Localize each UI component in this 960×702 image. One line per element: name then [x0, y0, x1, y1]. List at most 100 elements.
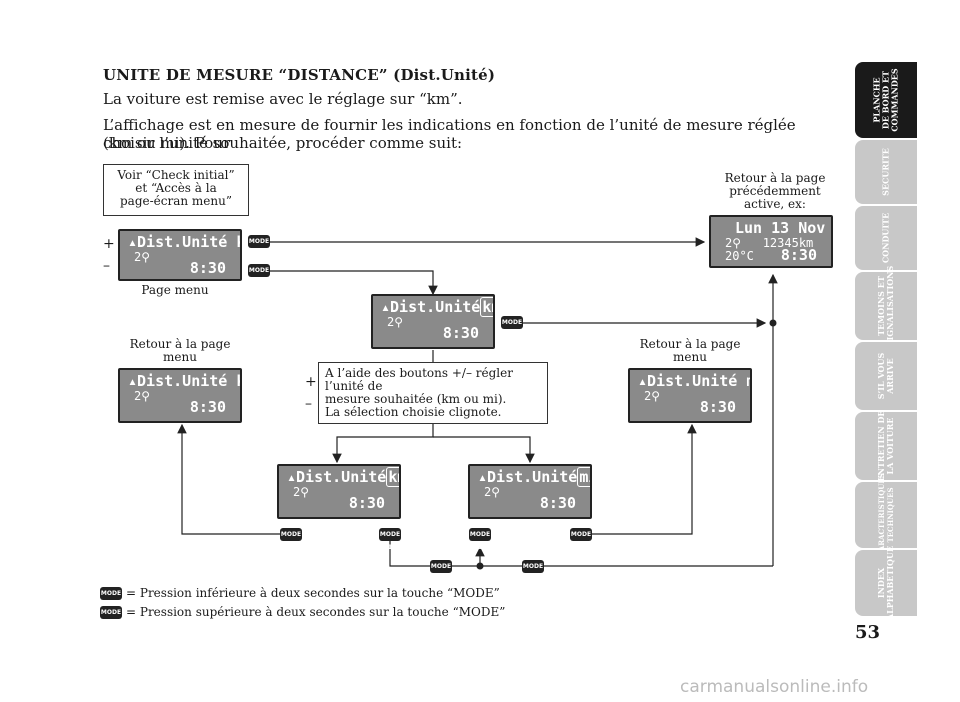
lcd-text: Dist.Unité: [296, 468, 387, 486]
lcd-time: 8:30: [189, 259, 226, 277]
minus-sign: –: [305, 396, 312, 412]
label-line: précédemment: [729, 184, 821, 198]
page-number: 53: [855, 622, 881, 643]
lcd-line2: 2⚲: [134, 389, 151, 403]
tab-sil-vous-arrive[interactable]: S’IL VOUS ARRIVE: [855, 342, 917, 410]
lcd-unit: mi: [746, 372, 750, 390]
lcd-text: Dist.Unité: [647, 372, 747, 390]
lcd-text: Dist.Unité: [137, 233, 237, 251]
legend-text: = Pression supérieure à deux secondes su…: [126, 605, 506, 619]
tab-label: CARACTERISTIQUES TECHNIQUES: [877, 473, 895, 557]
minus-sign: –: [103, 258, 110, 274]
label-line: Retour à la page: [639, 337, 741, 351]
lcd-unit-selected: km: [386, 467, 399, 487]
tab-caracteristiques[interactable]: CARACTERISTIQUES TECHNIQUES: [855, 473, 917, 557]
tab-label: INDEX ALPHABETIQUE: [876, 545, 895, 621]
label-line: menu: [673, 350, 707, 364]
label-line: Retour à la page: [724, 171, 826, 185]
lcd-time: 8:30: [442, 324, 479, 342]
mode1-button-icon: MODE 1: [379, 528, 401, 551]
tab-label: CONDUITE: [880, 212, 891, 264]
check-initial-note: Voir “Check initial” et “Accès à la page…: [103, 164, 249, 216]
tab-label: S’IL VOUS ARRIVE: [876, 352, 895, 400]
lcd-date: Lun 13 Nov: [735, 219, 826, 237]
lcd-previous-page: Lun 13 Nov 2⚲ 12345km 20°C 8:30: [709, 215, 833, 268]
mode2-button-icon: MODE 2: [430, 560, 452, 583]
legend-text: = Pression inférieure à deux secondes su…: [126, 586, 500, 600]
lcd-odometer: 12345km: [762, 236, 814, 250]
instruction-line: La sélection choisie clignote.: [325, 405, 502, 419]
lcd-text: Dist.Unité: [137, 372, 237, 390]
lcd-line2: 2⚲: [134, 250, 151, 264]
tab-label: SECURITE: [880, 148, 891, 196]
mode1-button-icon: MODE 1: [100, 587, 122, 610]
mode2-button-icon: MODE 2: [100, 606, 122, 629]
watermark: carmanualsonline.info: [680, 677, 869, 697]
lcd-return-menu-mi: ▴Dist.Unité mi 2⚲ 8:30: [628, 368, 752, 423]
mode2-button-icon: MODE 2: [248, 235, 270, 258]
lcd-line1: ▴Dist.Unité mi: [638, 372, 750, 390]
section-heading: UNITE DE MESURE “DISTANCE” (Dist.Unité): [103, 66, 496, 84]
tab-conduite[interactable]: CONDUITE: [855, 206, 917, 270]
lcd-unit: km: [236, 372, 240, 390]
lcd-line1: ▴Dist.Unité km: [128, 233, 240, 251]
return-menu-label-right: Retour à la page menu: [630, 338, 750, 364]
lcd-text: Dist.Unité: [390, 298, 481, 316]
lcd-blink-km: ▴Dist.Unitékm 2⚲ 8:30: [277, 464, 401, 519]
mode1-button-icon: MODE 1: [248, 264, 270, 287]
lcd-line2: 2⚲ 12345km: [725, 236, 813, 250]
instruction-line: mesure souhaitée (km ou mi).: [325, 392, 507, 406]
instruction-paragraph-line1: L’affichage est en mesure de fournir les…: [103, 116, 796, 152]
mode1-button-icon: MODE 1: [570, 528, 592, 551]
lcd-line2: 2⚲: [484, 485, 501, 499]
return-menu-label-left: Retour à la page menu: [120, 338, 240, 364]
lcd-unit: km: [236, 233, 240, 251]
legend-mode1: MODE 1 = Pression inférieure à deux secon…: [100, 586, 500, 610]
lcd-line2: 2⚲: [644, 389, 661, 403]
legend-mode2: MODE 2 = Pression supérieure à deux secon…: [100, 605, 506, 629]
lcd-time: 8:30: [189, 398, 226, 416]
mode1-button-icon: MODE 1: [469, 528, 491, 551]
mode2-button-icon: MODE 2: [522, 560, 544, 583]
return-previous-label: Retour à la page précédemment active, ex…: [700, 172, 850, 211]
plus-sign: +: [103, 236, 115, 252]
lcd-temp: 20°C: [725, 249, 754, 263]
lcd-time: 8:30: [539, 494, 576, 512]
note-line: et “Accès à la: [135, 181, 217, 195]
lcd-line2: 2⚲: [293, 485, 310, 499]
lcd-edit-page: ▴Dist.Unitékm 2⚲ 8:30: [371, 294, 495, 349]
lcd-text: 2⚲: [725, 236, 742, 250]
lcd-unit-selected: mi: [577, 467, 590, 487]
tab-planche-de-bord[interactable]: PLANCHE DE BORD ET COMMANDES: [855, 62, 917, 138]
label-line: menu: [163, 350, 197, 364]
lcd-line1: ▴Dist.Unitémi: [478, 467, 590, 487]
intro-paragraph: La voiture est remise avec le réglage su…: [103, 90, 463, 108]
lcd-unit-selected: km: [480, 297, 493, 317]
tab-label: ENTRETIEN DE LA VOITURE: [876, 410, 895, 482]
lcd-blink-mi: ▴Dist.Unitémi 2⚲ 8:30: [468, 464, 592, 519]
lcd-line1: ▴Dist.Unité km: [128, 372, 240, 390]
adjust-instruction-box: A l’aide des boutons +/– régler l’unité …: [318, 362, 548, 424]
note-line: page-écran menu”: [119, 194, 232, 208]
lcd-line2: 2⚲: [387, 315, 404, 329]
instruction-line: A l’aide des boutons +/– régler l’unité …: [325, 366, 513, 393]
mode1-button-icon: MODE 1: [280, 528, 302, 551]
label-line: active, ex:: [744, 197, 806, 211]
tab-index[interactable]: INDEX ALPHABETIQUE: [855, 546, 917, 620]
lcd-time: 8:30: [348, 494, 385, 512]
page-menu-label: Page menu: [141, 283, 209, 297]
note-line: Voir “Check initial”: [117, 168, 235, 182]
lcd-time: 8:30: [780, 246, 817, 264]
instruction-paragraph-line2: choisir l’unité souhaitée, procéder comm…: [103, 134, 463, 152]
lcd-menu-page: ▴Dist.Unité km 2⚲ 8:30: [118, 229, 242, 281]
lcd-time: 8:30: [699, 398, 736, 416]
tab-securite[interactable]: SECURITE: [855, 140, 917, 204]
lcd-text: Dist.Unité: [487, 468, 578, 486]
tab-temoins[interactable]: TEMOINS ET SIGNALISATIONS: [855, 266, 917, 346]
lcd-line1: ▴Dist.Unitékm: [287, 467, 399, 487]
lcd-return-menu-km: ▴Dist.Unité km 2⚲ 8:30: [118, 368, 242, 423]
plus-sign: +: [305, 374, 317, 390]
tab-entretien[interactable]: ENTRETIEN DE LA VOITURE: [855, 410, 917, 482]
mode2-button-icon: MODE 2: [501, 316, 523, 339]
